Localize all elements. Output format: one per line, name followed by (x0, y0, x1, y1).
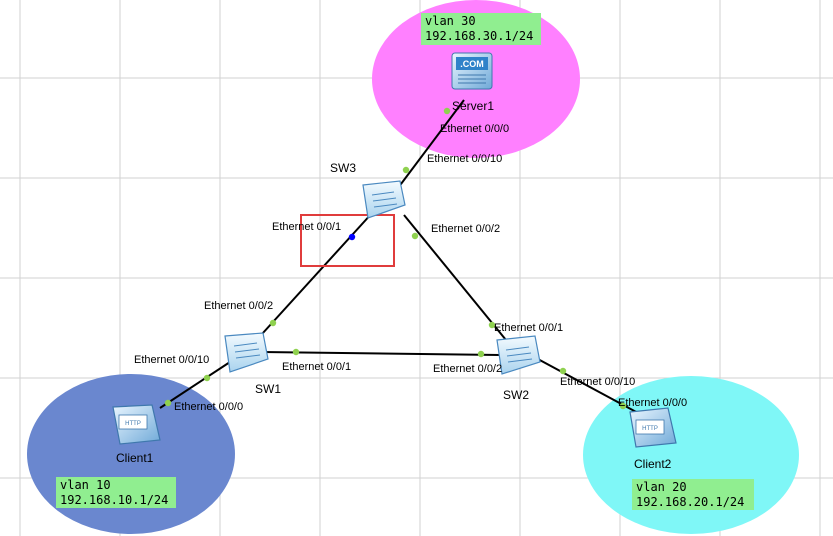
vlan30-ip: 192.168.30.1/24 (425, 29, 533, 43)
link-server1-sw3 (397, 99, 465, 189)
port-dot-sw3-e002 (411, 232, 419, 240)
vlan20-ip: 192.168.20.1/24 (636, 495, 744, 509)
port-label-sw3-e001: Ethernet 0/0/1 (272, 221, 341, 233)
sw1-label: SW1 (255, 382, 281, 396)
port-dot-client1-e000 (164, 399, 172, 407)
sw1-node[interactable]: SW1 (224, 332, 281, 396)
port-label-server1-e000: Ethernet 0/0/0 (440, 123, 509, 135)
sw3-node[interactable]: SW3 (330, 161, 406, 219)
port-label-sw3-e0010: Ethernet 0/0/10 (427, 153, 502, 165)
link-sw1-client1 (159, 361, 231, 409)
port-label-sw1-e002: Ethernet 0/0/2 (204, 300, 273, 312)
port-dot-sw2-e001 (488, 321, 496, 329)
port-dot-client2-e000 (619, 402, 627, 410)
server-badge: .COM (460, 59, 484, 69)
vlan20-name: vlan 20 (636, 480, 687, 494)
port-dot-sw3-e0010 (402, 166, 410, 174)
port-dot-server1-e000 (443, 107, 451, 115)
switch-icon (224, 332, 269, 373)
port-indicators (164, 107, 627, 410)
port-label-sw2-e002: Ethernet 0/0/2 (433, 363, 502, 375)
switch-icon (496, 335, 541, 375)
port-dot-sw2-e0010 (559, 367, 567, 375)
vlan20-info: vlan 20 192.168.20.1/24 (632, 479, 754, 510)
port-dot-sw1-e0010 (203, 374, 211, 382)
server1-node[interactable]: .COM Server1 (451, 52, 494, 113)
client-icon: HTTP (629, 407, 677, 448)
client1-badge: HTTP (125, 421, 141, 427)
sw2-label: SW2 (503, 388, 529, 402)
switch-icon (362, 180, 406, 219)
port-dot-sw1-e001 (292, 348, 300, 356)
client1-label: Client1 (116, 451, 154, 465)
vlan30-name: vlan 30 (425, 14, 476, 28)
client2-node[interactable]: HTTP Client2 (629, 407, 677, 471)
port-label-sw1-e0010: Ethernet 0/0/10 (134, 354, 209, 366)
port-label-client2-e000: Ethernet 0/0/0 (618, 397, 687, 409)
port-dot-sw3-e001-blocked (348, 233, 356, 241)
vlan30-info: vlan 30 192.168.30.1/24 (421, 13, 541, 45)
link-sw3-sw2 (403, 214, 507, 341)
sw3-label: SW3 (330, 161, 356, 175)
link-sw1-sw2 (261, 351, 501, 356)
server1-label: Server1 (452, 99, 494, 113)
port-label-sw2-e0010: Ethernet 0/0/10 (560, 376, 635, 388)
sw2-node[interactable]: SW2 (496, 335, 541, 402)
client2-label: Client2 (634, 457, 672, 471)
vlan10-info: vlan 10 192.168.10.1/24 (56, 477, 176, 508)
port-label-sw1-e001: Ethernet 0/0/1 (282, 361, 351, 373)
server-icon: .COM (451, 52, 493, 90)
client-icon: HTTP (112, 404, 161, 445)
port-label-sw3-e002: Ethernet 0/0/2 (431, 223, 500, 235)
client1-node[interactable]: HTTP Client1 (112, 404, 161, 465)
client2-badge: HTTP (642, 426, 658, 432)
port-dot-sw1-e002 (269, 319, 277, 327)
vlan10-ip: 192.168.10.1/24 (60, 493, 168, 507)
port-dot-sw2-e002 (477, 350, 485, 358)
blocked-port-highlight (300, 214, 395, 267)
vlan10-name: vlan 10 (60, 478, 111, 492)
port-labels: Ethernet 0/0/0 Ethernet 0/0/10 Ethernet … (134, 123, 687, 413)
port-label-sw2-e001: Ethernet 0/0/1 (494, 322, 563, 334)
port-label-client1-e000: Ethernet 0/0/0 (174, 401, 243, 413)
